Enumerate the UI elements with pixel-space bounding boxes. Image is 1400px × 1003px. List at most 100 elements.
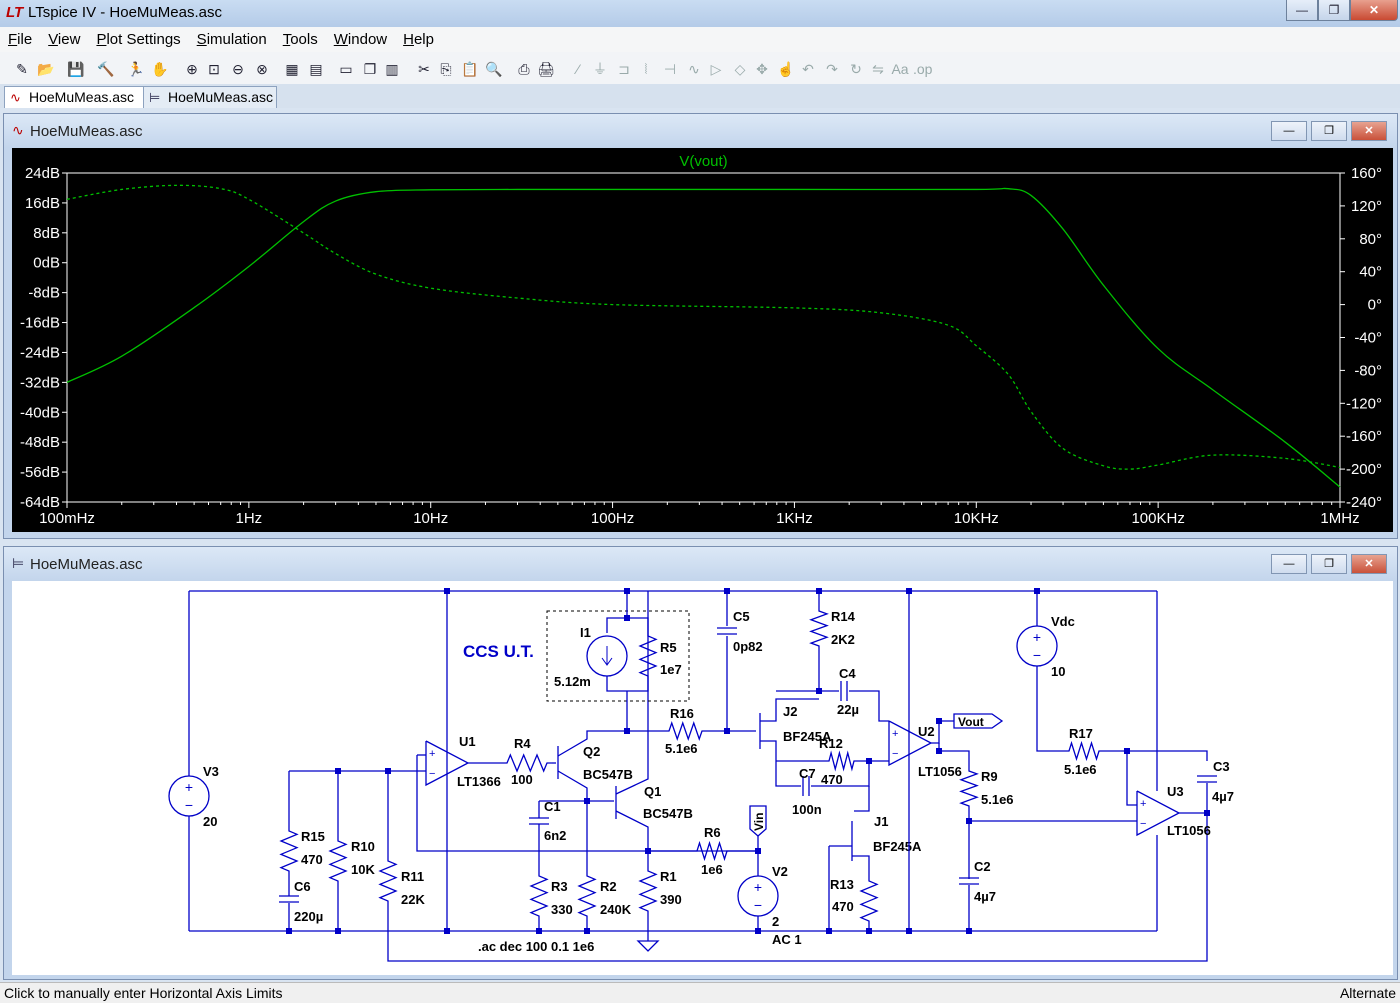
menu-file[interactable]: File [8, 31, 33, 48]
schematic-maximize-button[interactable]: ❐ [1311, 554, 1347, 574]
tab-schematic[interactable]: ⊨ HoeMuMeas.asc [143, 86, 277, 108]
junction-dot [866, 928, 872, 934]
zoom-area-icon[interactable]: ⊡ [208, 61, 220, 77]
j2-value: BF245A [783, 729, 832, 744]
y-left-tick-label[interactable]: -48dB [20, 434, 60, 451]
print-setup-icon[interactable]: ⎙ [518, 61, 530, 77]
cascade-icon[interactable]: ❐ [363, 61, 377, 77]
autorange-icon[interactable]: ▦ [285, 61, 299, 77]
x-tick-label[interactable]: 100KHz [1131, 510, 1184, 527]
menu-simulation[interactable]: Simulation [196, 31, 267, 48]
plot-maximize-button[interactable]: ❐ [1311, 121, 1347, 141]
schematic-close-button[interactable]: ✕ [1351, 554, 1387, 574]
x-tick-label[interactable]: 100Hz [591, 510, 634, 527]
zoom-cancel-icon[interactable]: ⊗ [256, 61, 268, 77]
x-tick-label[interactable]: 1KHz [776, 510, 813, 527]
measure-icon[interactable]: ▤ [309, 61, 323, 77]
close-button[interactable]: ✕ [1350, 0, 1398, 21]
y-right-tick-label[interactable]: 40° [1359, 264, 1382, 281]
minimize-button[interactable]: — [1286, 0, 1318, 21]
y-left-tick-label[interactable]: -8dB [28, 285, 60, 302]
label-icon[interactable]: ⊐ [618, 61, 630, 77]
menu-window[interactable]: Window [333, 31, 388, 48]
resistor-icon[interactable]: ⦚ [644, 61, 648, 77]
text-icon[interactable]: Aa [891, 61, 909, 77]
find-icon[interactable]: 🔍 [485, 61, 503, 77]
redo-icon[interactable]: ↷ [826, 61, 838, 77]
y-right-tick-label[interactable]: -200° [1346, 461, 1382, 478]
spice-directive-icon[interactable]: .op [913, 61, 933, 77]
open-icon[interactable]: 📂 [37, 61, 55, 77]
y-right-tick-label[interactable]: -40° [1354, 330, 1382, 347]
u2-opamp [888, 720, 933, 767]
x-tick-label[interactable]: 10KHz [954, 510, 999, 527]
y-right-tick-label[interactable]: -160° [1346, 428, 1382, 445]
wire-icon[interactable]: ⁄ [576, 61, 580, 77]
tab-waveform[interactable]: ∿ HoeMuMeas.asc [4, 86, 144, 108]
tile-horizontal-icon[interactable]: ▭ [339, 61, 353, 77]
tile-vertical-icon[interactable]: ▥ [385, 61, 399, 77]
r12-ref: R12 [819, 736, 843, 751]
paste-icon[interactable]: 📋 [461, 61, 479, 77]
r14-resistor [809, 606, 829, 651]
y-left-tick-label[interactable]: -56dB [20, 464, 60, 481]
y-right-tick-label[interactable]: -240° [1346, 494, 1382, 511]
plot-minimize-button[interactable]: — [1271, 121, 1307, 141]
y-left-tick-label[interactable]: -64dB [20, 494, 60, 511]
x-tick-label[interactable]: 100mHz [39, 510, 95, 527]
menu-help[interactable]: Help [403, 31, 434, 48]
new-schematic-icon[interactable]: ✎ [16, 61, 28, 77]
zoom-in-icon[interactable]: ⊕ [186, 61, 198, 77]
v3-value: 20 [203, 814, 217, 829]
x-tick-label[interactable]: 10Hz [413, 510, 448, 527]
y-right-tick-label[interactable]: 80° [1359, 231, 1382, 248]
y-left-tick-label[interactable]: -24dB [20, 344, 60, 361]
j2-ref: J2 [783, 704, 797, 719]
zoom-out-icon[interactable]: ⊖ [232, 61, 244, 77]
copy-icon[interactable]: ⎘ [440, 61, 452, 77]
ground-icon[interactable]: ⏚ [593, 61, 607, 77]
x-tick-label[interactable]: 1Hz [236, 510, 263, 527]
y-left-tick-label[interactable]: -16dB [20, 315, 60, 332]
run-icon[interactable]: 🏃 [127, 61, 145, 77]
maximize-button[interactable]: ❐ [1318, 0, 1350, 21]
capacitor-icon[interactable]: ⊣ [663, 61, 677, 77]
y-left-tick-label[interactable]: 8dB [33, 225, 60, 242]
save-icon[interactable]: 💾 [67, 61, 85, 77]
mirror-icon[interactable]: ⇋ [872, 61, 884, 77]
cut-icon[interactable]: ✂ [418, 61, 430, 77]
drag-icon[interactable]: ☝ [777, 61, 795, 77]
y-right-tick-label[interactable]: 0° [1368, 297, 1382, 314]
y-left-tick-label[interactable]: 16dB [25, 195, 60, 212]
v3-source[interactable] [168, 775, 210, 817]
move-icon[interactable]: ✥ [756, 61, 768, 77]
component-icon[interactable]: ◇ [734, 61, 746, 77]
menu-view[interactable]: View [48, 31, 81, 48]
undo-icon[interactable]: ↶ [802, 61, 814, 77]
bode-plot[interactable]: V(vout) 100mHz 1Hz 10Hz 100Hz 1KHz 10KHz 100KHz… [12, 148, 1393, 532]
y-right-tick-label[interactable]: 160° [1351, 165, 1382, 182]
schematic-window-caption: ⊨ HoeMuMeas.asc — ❐ ✕ [4, 547, 1397, 581]
y-left-tick-label[interactable]: 24dB [25, 165, 60, 182]
menu-plot-settings[interactable]: Plot Settings [96, 31, 181, 48]
diode-icon[interactable]: ▷ [710, 61, 722, 77]
schematic-minimize-button[interactable]: — [1271, 554, 1307, 574]
y-left-tick-label[interactable]: -32dB [20, 374, 60, 391]
print-icon[interactable]: 🖨 [537, 61, 555, 77]
x-tick-label[interactable]: 1MHz [1320, 510, 1359, 527]
y-left-tick-label[interactable]: -40dB [20, 404, 60, 421]
menu-tools[interactable]: Tools [282, 31, 318, 48]
rotate-icon[interactable]: ↻ [850, 61, 862, 77]
y-right-tick-label[interactable]: -80° [1354, 362, 1382, 379]
wire [1126, 751, 1137, 806]
y-right-tick-label[interactable]: -120° [1346, 395, 1382, 412]
y-right-tick-label[interactable]: 120° [1351, 198, 1382, 215]
plot-close-button[interactable]: ✕ [1351, 121, 1387, 141]
control-panel-icon[interactable]: 🔨 [97, 61, 115, 77]
inductor-icon[interactable]: ∿ [688, 61, 700, 77]
halt-icon[interactable]: ✋ [151, 61, 169, 77]
y-left-tick-label[interactable]: 0dB [33, 255, 60, 272]
magnitude-trace[interactable] [66, 187, 1341, 488]
trace-label[interactable]: V(vout) [679, 153, 727, 170]
